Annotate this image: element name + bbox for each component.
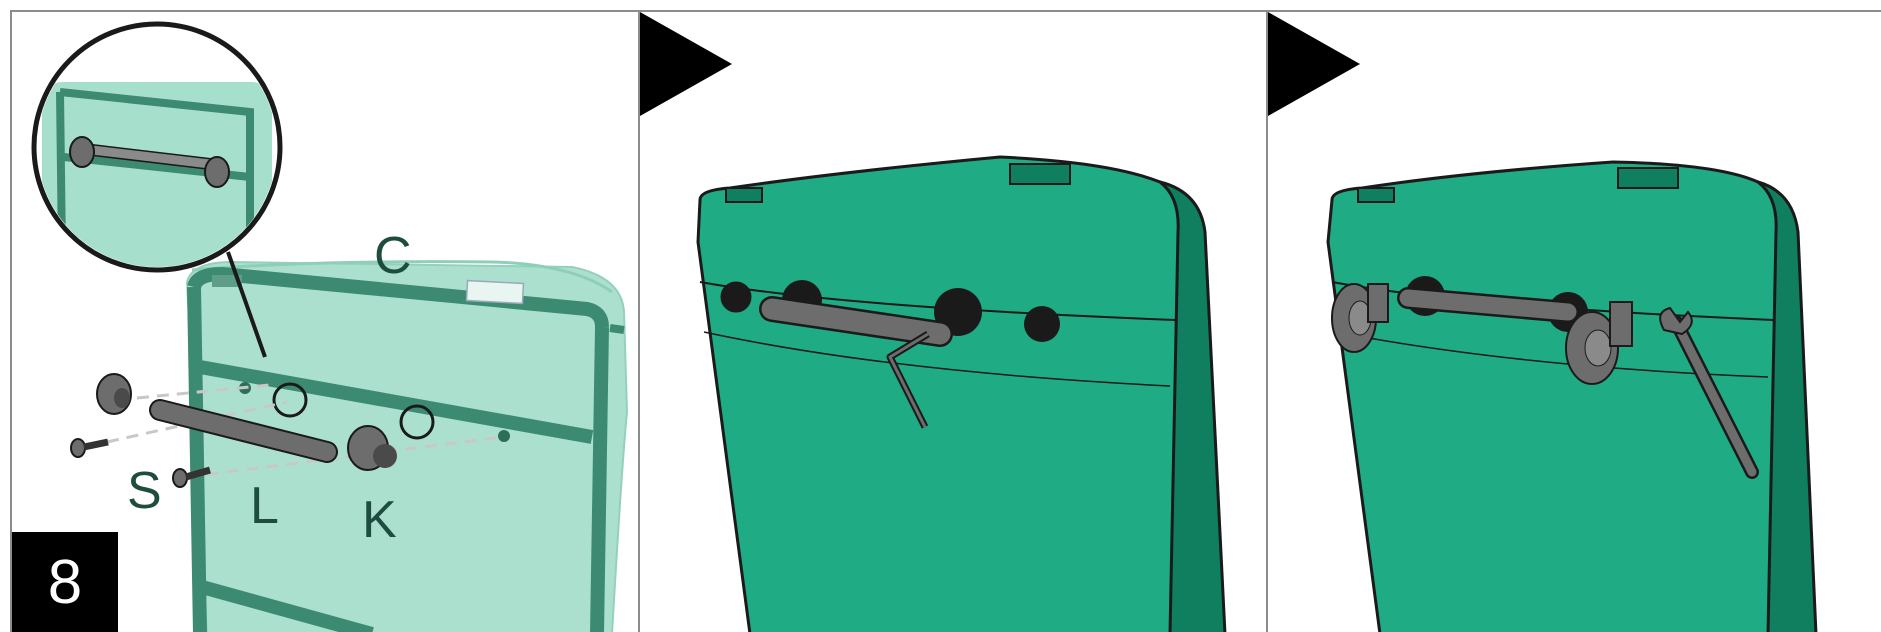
step-number: 8 bbox=[12, 532, 118, 632]
arrow-right-icon bbox=[1268, 12, 1360, 116]
lid-tab-left bbox=[726, 188, 762, 202]
label-k: K bbox=[362, 494, 397, 546]
label-c: C bbox=[374, 230, 412, 282]
screw-icon bbox=[71, 439, 108, 457]
attach-wheels-drawing bbox=[1268, 12, 1881, 632]
lid-tab-right bbox=[1010, 164, 1070, 184]
label-s: S bbox=[127, 465, 162, 517]
frame-right-rail bbox=[597, 327, 602, 632]
axle-icon bbox=[1408, 298, 1568, 312]
socket-4 bbox=[1024, 306, 1060, 342]
detail-callout bbox=[34, 24, 280, 282]
panel-tighten-axle bbox=[638, 10, 1266, 632]
label-l: L bbox=[250, 480, 279, 532]
rail-hole-small bbox=[498, 430, 510, 442]
frame-left-rail bbox=[194, 287, 200, 632]
tighten-axle-drawing bbox=[640, 12, 1266, 632]
socket-1 bbox=[721, 282, 751, 312]
lid-tab-left bbox=[1358, 188, 1394, 202]
arrow-right-icon bbox=[640, 12, 732, 116]
panel-exploded-view: C S L K 8 bbox=[10, 10, 638, 632]
ghost-clip bbox=[467, 281, 524, 304]
lid-tab-right bbox=[1618, 168, 1678, 188]
bin-body bbox=[698, 157, 1178, 632]
panel-attach-wheels bbox=[1266, 10, 1881, 632]
wheel-icon bbox=[97, 374, 131, 414]
pin bbox=[610, 328, 624, 330]
